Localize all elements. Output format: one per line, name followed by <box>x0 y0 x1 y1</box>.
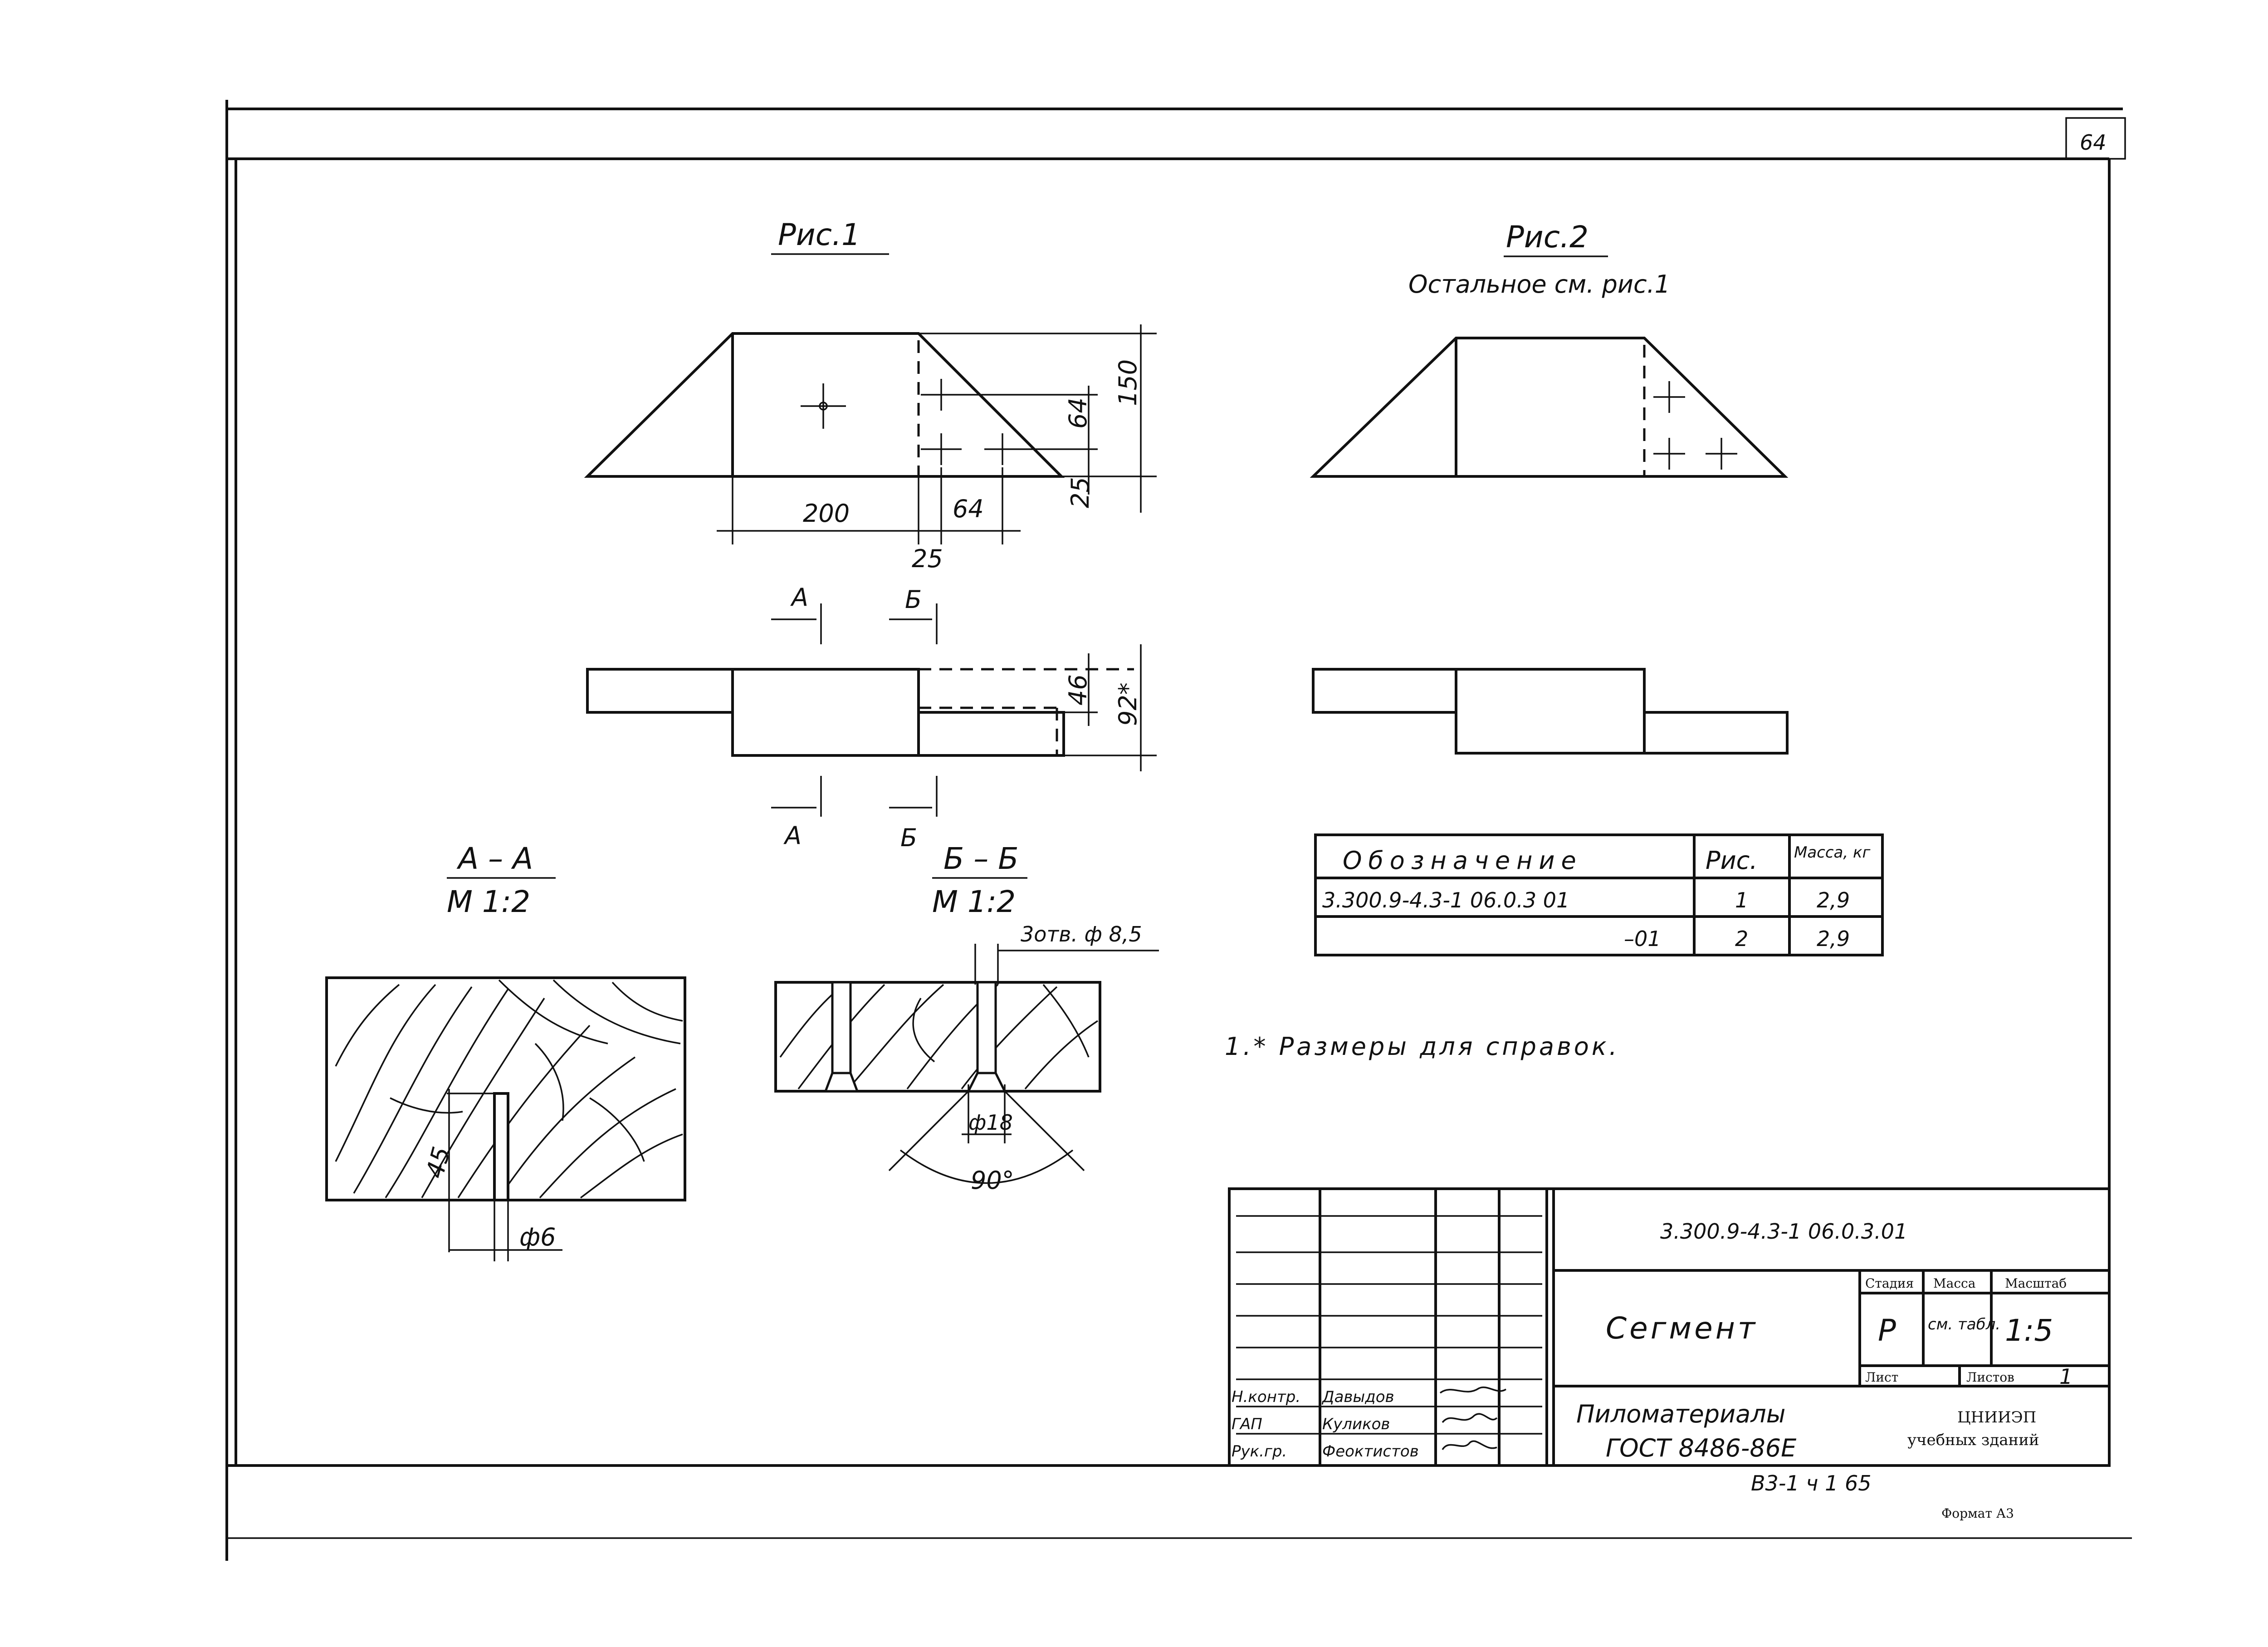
title-name: Сегмент <box>1606 1311 1758 1346</box>
section-aa-dim-dia: ф6 <box>519 1223 556 1251</box>
title-role-2: ГАП <box>1232 1415 1262 1433</box>
section-bb-angle: 90° <box>971 1166 1014 1195</box>
cut-mark-b-bottom: Б <box>900 824 917 852</box>
spec-table <box>1314 833 1884 956</box>
bottom-code: В3-1 ч 1 65 <box>1751 1471 1872 1495</box>
dim-64-horizontal: 64 <box>953 495 984 523</box>
spec-row2-mass: 2,9 <box>1817 926 1850 951</box>
title-name-1: Давыдов <box>1321 1388 1394 1406</box>
sheet-number: 64 <box>2080 130 2107 155</box>
title-stage-label: Стадия <box>1865 1276 1914 1291</box>
spec-header-designation: Обозначение <box>1343 846 1583 875</box>
section-bb-holes: 3отв. ф 8,5 <box>1021 922 1142 946</box>
title-role-1: Н.контр. <box>1232 1388 1300 1406</box>
title-mass-label: Масса <box>1933 1276 1975 1291</box>
section-bb-scale: М 1:2 <box>932 884 1016 919</box>
fig1-title: Рис.1 <box>778 217 860 252</box>
section-bb-dim-dia: ф18 <box>968 1110 1013 1135</box>
dim-200: 200 <box>803 499 850 528</box>
title-sheets-label: Листов <box>1966 1370 2014 1385</box>
signatures <box>1439 1386 1506 1451</box>
title-scale-label: Масштаб <box>2005 1276 2067 1291</box>
spec-header-mass: Масса, кг <box>1794 843 1871 862</box>
fig2-front-view <box>1310 337 1789 478</box>
title-name-3: Феоктистов <box>1322 1442 1419 1461</box>
spec-row1-mass: 2,9 <box>1817 888 1850 912</box>
fig2-plan-view <box>1312 668 1789 755</box>
title-sheets: 1 <box>2059 1364 2072 1389</box>
dim-150: 150 <box>1114 359 1142 406</box>
title-material-2: ГОСТ 8486-86Е <box>1606 1434 1797 1462</box>
spec-row2-designation: –01 <box>1624 926 1661 951</box>
title-role-3: Рук.гр. <box>1232 1442 1287 1461</box>
section-aa-scale: М 1:2 <box>447 884 530 919</box>
fig1-plan-view <box>586 603 1157 817</box>
title-stage: Р <box>1878 1313 1896 1348</box>
section-aa <box>325 976 686 1261</box>
section-aa-title: А – А <box>456 841 533 876</box>
spec-row2-fig: 2 <box>1735 926 1748 951</box>
fig1-front-view <box>584 324 1157 544</box>
section-bb-title: Б – Б <box>943 841 1019 876</box>
title-block <box>1228 1187 2111 1467</box>
note-text: 1.* Размеры для справок. <box>1225 1032 1620 1061</box>
title-org-1: ЦНИИЭП <box>1957 1408 2036 1426</box>
format-label: Формат А3 <box>1941 1506 2014 1521</box>
title-material-1: Пиломатериалы <box>1576 1400 1785 1428</box>
spec-row1-designation: 3.300.9-4.3-1 06.0.3 01 <box>1322 888 1569 912</box>
dim-92: 92* <box>1114 682 1142 726</box>
cut-mark-a-top: А <box>790 583 808 612</box>
title-name-2: Куликов <box>1322 1415 1390 1433</box>
dim-46: 46 <box>1064 674 1092 706</box>
fig2-subtitle: Остальное см. рис.1 <box>1408 270 1670 299</box>
fig2-title: Рис.2 <box>1506 220 1589 255</box>
spec-row1-fig: 1 <box>1735 888 1748 912</box>
spec-header-fig: Рис. <box>1706 846 1758 875</box>
section-bb <box>774 944 1101 1184</box>
title-sheet-label: Лист <box>1865 1370 1898 1385</box>
dim-25-bottom: 25 <box>912 544 943 573</box>
cut-mark-a-bottom: А <box>783 821 802 850</box>
dim-64-vertical: 64 <box>1064 397 1092 429</box>
sheet-frame <box>225 100 2132 1561</box>
dim-25-right: 25 <box>1066 477 1095 508</box>
title-mass: см. табл. <box>1928 1315 2000 1333</box>
cut-mark-b-top: Б <box>905 585 922 614</box>
title-org-2: учебных зданий <box>1907 1431 2039 1449</box>
title-scale: 1:5 <box>2005 1313 2053 1348</box>
title-doc-code: 3.300.9-4.3-1 06.0.3.01 <box>1660 1219 1907 1244</box>
